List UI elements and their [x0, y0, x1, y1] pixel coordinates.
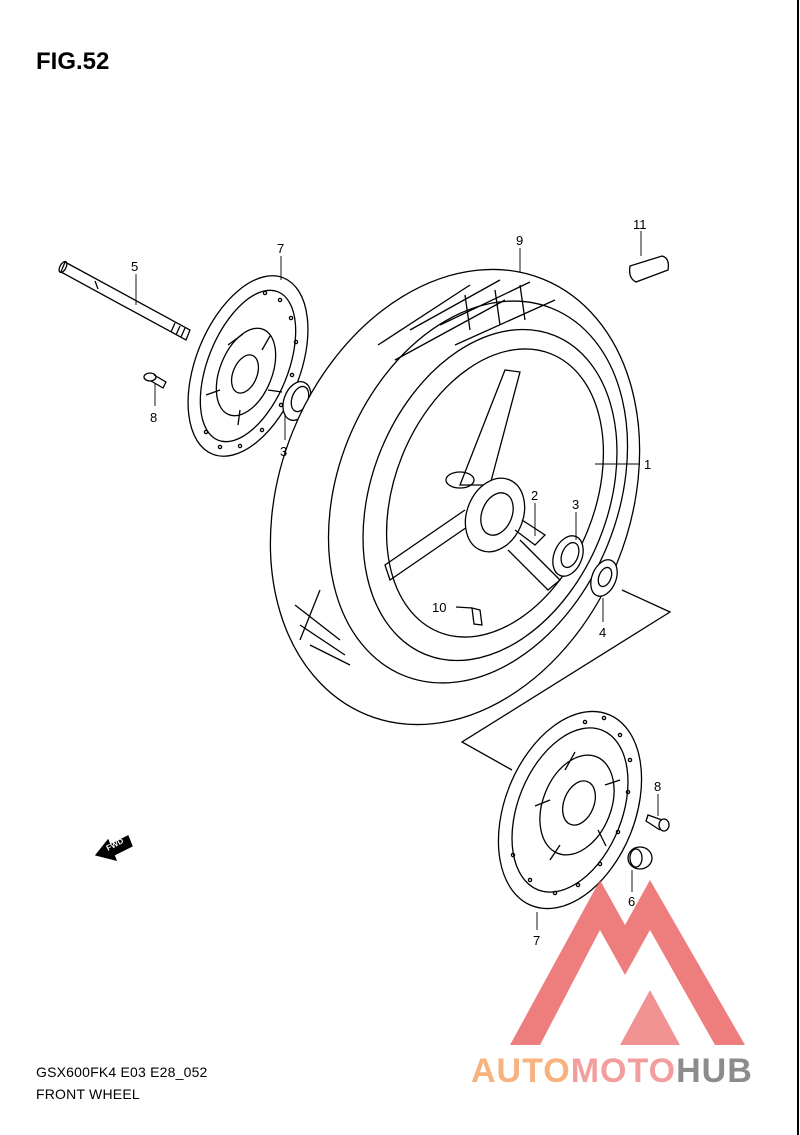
callout-6: 6 — [628, 894, 635, 909]
callout-8-upper: 8 — [150, 410, 157, 425]
section-name: FRONT WHEEL — [36, 1086, 140, 1102]
callout-8-lower: 8 — [654, 779, 661, 794]
watermark-part-hub: HUB — [676, 1052, 753, 1090]
front-tire — [269, 268, 641, 726]
disc-bolt-lower — [645, 814, 670, 832]
watermark-part-moto: MOTO — [570, 1052, 677, 1090]
balance-weight — [628, 255, 670, 283]
leader-lines — [135, 231, 659, 930]
callout-9: 9 — [516, 233, 523, 248]
assembly-guide-lines — [460, 589, 672, 771]
callout-3-left: 3 — [280, 444, 287, 459]
callout-7-upper: 7 — [277, 241, 284, 256]
callout-7-lower: 7 — [533, 933, 540, 948]
watermark-part-auto: AUTO — [471, 1052, 571, 1090]
watermark-logo-icon — [510, 880, 745, 1045]
callout-10: 10 — [432, 600, 446, 615]
callout-1: 1 — [644, 457, 651, 472]
disc-bolt-upper — [143, 372, 167, 389]
callout-3-right: 3 — [572, 497, 579, 512]
fwd-arrow-icon — [94, 835, 133, 861]
callout-4: 4 — [599, 625, 606, 640]
wheel-bearing-right — [552, 535, 584, 577]
callout-11: 11 — [633, 217, 647, 232]
spacer — [590, 559, 618, 597]
axle-collar — [627, 846, 653, 870]
brake-disc-upper — [187, 275, 309, 457]
figure-title: FIG.52 — [36, 48, 110, 75]
air-valve — [455, 606, 483, 626]
brake-disc-lower — [497, 710, 643, 910]
frame-border — [797, 0, 799, 1135]
model-code: GSX600FK4 E03 E28_052 — [36, 1064, 208, 1080]
front-axle — [58, 260, 191, 341]
wheel-rim — [362, 328, 618, 662]
callout-2: 2 — [531, 488, 538, 503]
callout-5: 5 — [131, 259, 138, 274]
watermark-text: AUTOMOTOHUB — [471, 1052, 753, 1091]
